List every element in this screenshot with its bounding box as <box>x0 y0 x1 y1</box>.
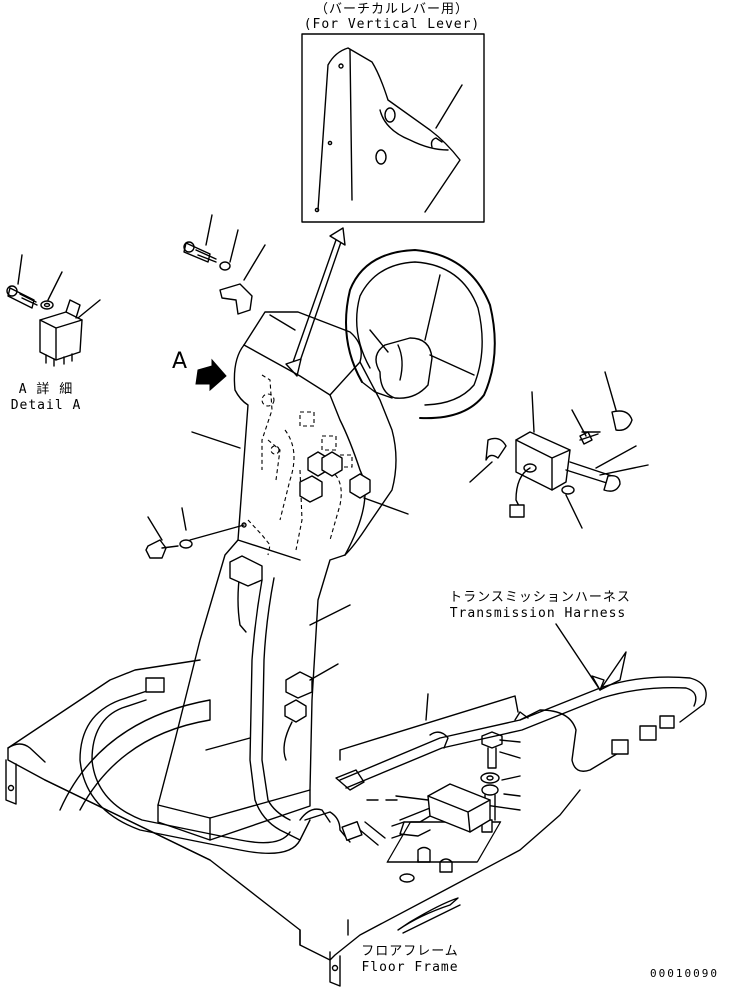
floor-frame <box>5 659 581 987</box>
turn-signal-switch <box>469 371 649 529</box>
vertical-lever-label-en: (For Vertical Lever) <box>303 17 481 32</box>
harness-leader <box>555 623 605 691</box>
wiring-harness <box>79 555 707 855</box>
transmission-harness-label-en: Transmission Harness <box>449 606 627 621</box>
vertical-lever-inset <box>301 33 485 223</box>
inset-arrow <box>285 227 346 377</box>
steering-column <box>157 311 397 841</box>
drawing-number: 00010090 <box>650 967 719 980</box>
floor-frame-label-en: Floor Frame <box>361 960 459 975</box>
steering-wheel <box>345 249 496 420</box>
detail-a-label-jp: A 詳 細 <box>18 382 74 397</box>
detail-a-relay <box>6 254 101 367</box>
detail-a-label-en: Detail A <box>10 398 82 413</box>
leader-lines <box>145 431 429 751</box>
vertical-lever-label-jp: （バーチカルレバー用） <box>314 2 470 17</box>
upper-bolt-clip <box>183 214 266 315</box>
detail-a-letter: A <box>172 349 189 374</box>
hardware-stack <box>480 731 521 833</box>
floor-relay-box <box>366 783 491 873</box>
transmission-harness-label-jp: トランスミッションハーネス <box>449 590 631 605</box>
detail-a-arrow <box>195 358 227 392</box>
floor-frame-label-jp: フロアフレーム <box>361 944 459 959</box>
